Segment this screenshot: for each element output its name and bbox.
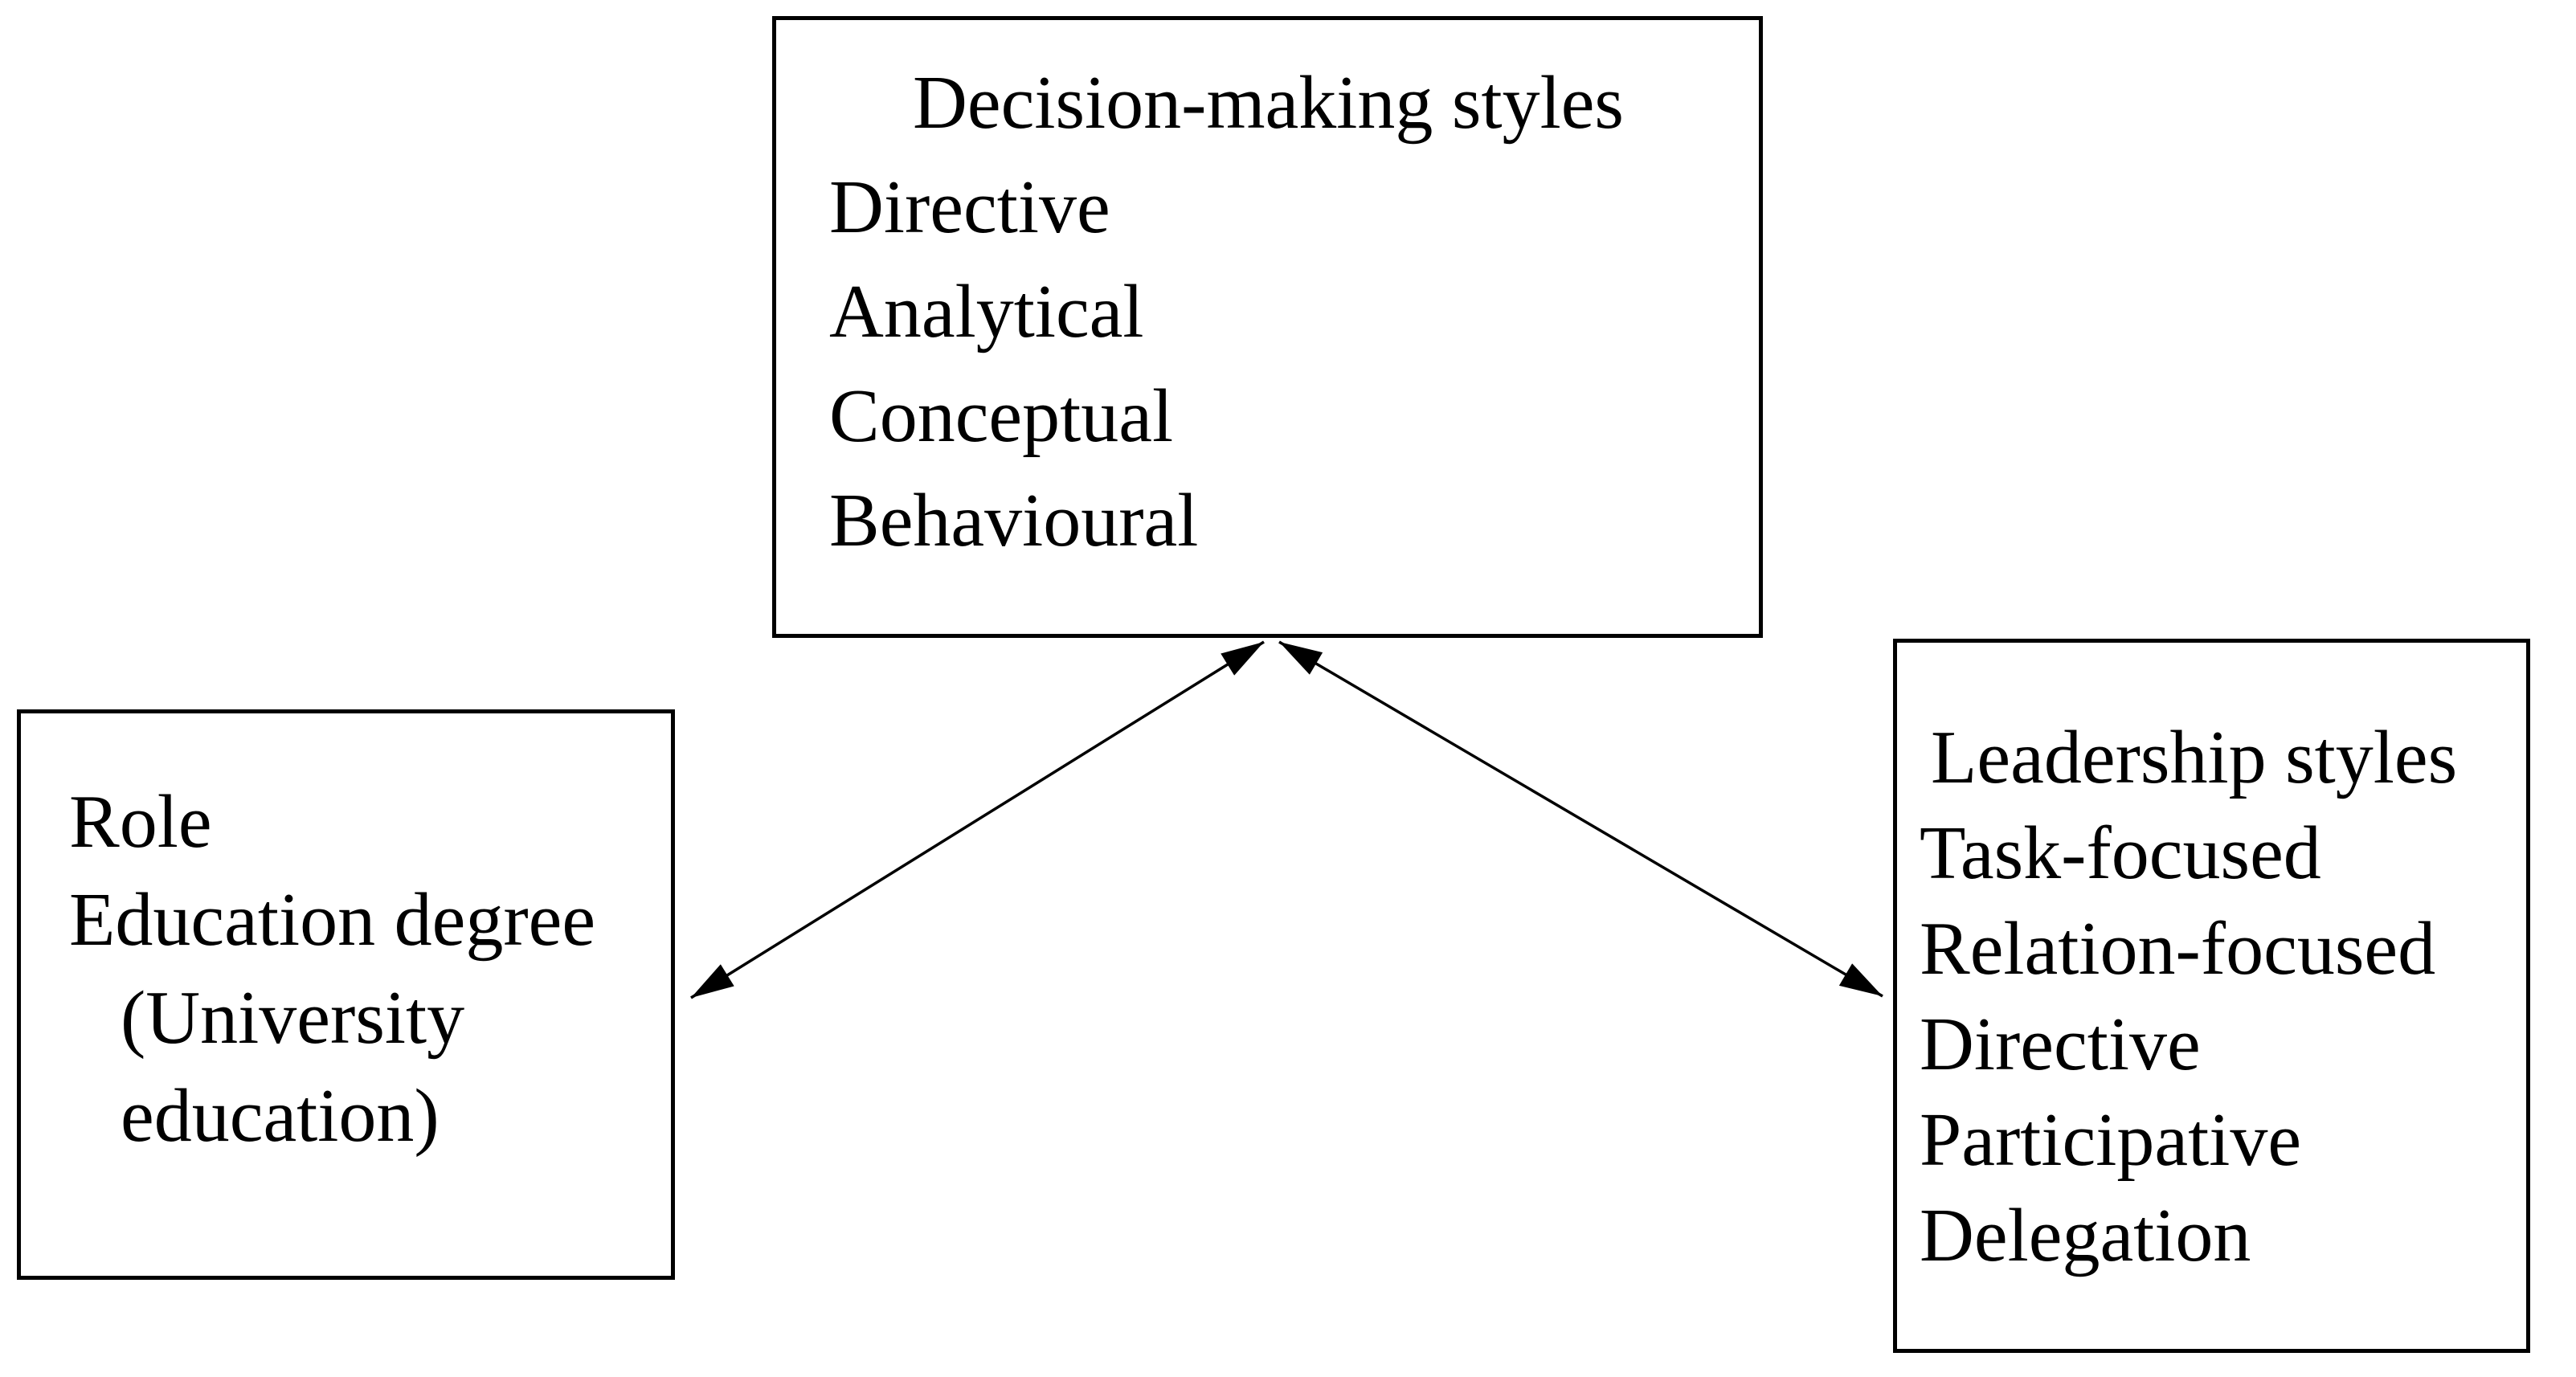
leadership-item-directive: Directive (1920, 1003, 2201, 1086)
leadership-item-participative: Participative (1920, 1098, 2302, 1182)
arrow-decision-demographics (690, 640, 1265, 999)
leadership-item-relation-focused: Relation-focused (1920, 907, 2436, 991)
leadership-item-delegation: Delegation (1920, 1194, 2251, 1277)
demographics-line-education: education) (121, 1074, 440, 1158)
decision-item-conceptual: Conceptual (829, 374, 1174, 458)
arrow-decision-leadership (1278, 640, 1883, 998)
demographics-line-role: Role (69, 780, 212, 864)
demographics-box: Role Education degree (University educat… (17, 709, 675, 1280)
decision-making-styles-box: Decision-making styles Directive Analyti… (772, 16, 1763, 638)
leadership-box-title: Leadership styles (1931, 716, 2458, 799)
demographics-line-university: (University (121, 976, 465, 1060)
leadership-styles-box: Leadership styles Task-focused Relation-… (1893, 639, 2530, 1353)
demographics-line-education-degree: Education degree (69, 878, 596, 962)
leadership-item-task-focused: Task-focused (1920, 811, 2321, 895)
decision-item-analytical: Analytical (829, 270, 1144, 353)
decision-box-title: Decision-making styles (913, 61, 1625, 145)
decision-item-behavioural: Behavioural (829, 479, 1199, 562)
decision-item-directive: Directive (829, 165, 1110, 249)
